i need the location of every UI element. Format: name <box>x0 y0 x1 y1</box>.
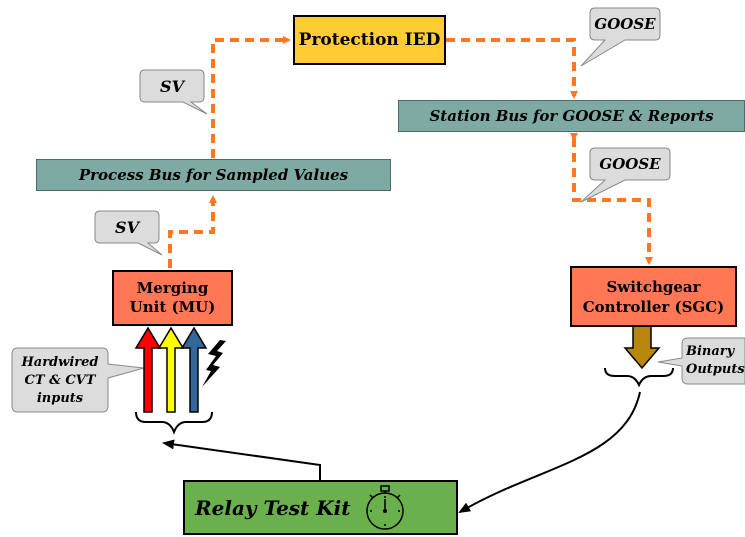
switchgear-controller-label-line2: Controller (SGC) <box>582 297 725 316</box>
sv-path-process-bus-to-ied <box>211 36 291 158</box>
callout-goose-lower <box>580 147 671 203</box>
process-bus-label: Process Bus for Sampled Values <box>78 166 349 184</box>
station-bus-label: Station Bus for GOOSE & Reports <box>429 107 714 125</box>
relay-test-kit-label: Relay Test Kit <box>195 495 351 520</box>
switchgear-controller-label-line1: Switchgear <box>606 277 701 296</box>
callout-hardwired <box>11 347 145 413</box>
brace-sgc-outputs <box>604 367 674 388</box>
callout-binary <box>657 337 745 385</box>
wire-sgc-to-test-kit <box>458 391 641 514</box>
brace-mu-inputs <box>135 411 213 435</box>
merging-unit-label-line2: Unit (MU) <box>129 298 216 316</box>
callout-goose-upper-text: GOOSE <box>590 8 660 40</box>
callout-sv-lower-text: SV <box>95 211 159 243</box>
goose-upper-label: GOOSE <box>594 15 656 33</box>
phase-arrow-yellow <box>157 326 185 413</box>
hardwired-line3: inputs <box>36 391 84 406</box>
sv-upper-label: SV <box>160 76 184 96</box>
phase-arrow-blue <box>180 326 208 413</box>
merging-unit-label-line1: Merging <box>136 279 209 297</box>
sv-path-mu-to-process-bus <box>168 195 217 268</box>
binary-line2: Outputs <box>686 362 745 377</box>
goose-path-ied-station-bus <box>441 36 578 99</box>
binary-line1: Binary <box>686 344 735 359</box>
callout-binary-text: Binary Outputs <box>686 338 745 384</box>
merging-unit-box: Merging Unit (MU) <box>112 270 233 326</box>
hardwired-line2: CT & CVT <box>24 373 96 388</box>
callout-sv-lower <box>94 210 163 256</box>
switchgear-controller-box: Switchgear Controller (SGC) <box>570 266 737 327</box>
relay-test-kit-box: Relay Test Kit <box>183 480 458 535</box>
binary-output-arrow <box>623 325 661 370</box>
hardwired-line1: Hardwired <box>21 355 99 370</box>
goose-path-station-bus-sgc <box>570 133 653 265</box>
sv-lower-label: SV <box>115 217 139 237</box>
wire-test-kit-to-mu <box>162 439 321 480</box>
phase-arrow-red <box>134 326 162 413</box>
callout-sv-upper <box>139 69 208 115</box>
callout-goose-lower-text: GOOSE <box>590 148 670 180</box>
callout-sv-upper-text: SV <box>140 70 204 102</box>
callout-hardwired-text: Hardwired CT & CVT inputs <box>12 350 108 412</box>
process-bus: Process Bus for Sampled Values <box>36 159 391 191</box>
protection-ied-label: Protection IED <box>298 30 441 50</box>
callout-goose-upper <box>580 7 661 67</box>
stopwatch-icon <box>366 485 404 530</box>
goose-lower-label: GOOSE <box>599 155 661 173</box>
protection-ied-box: Protection IED <box>293 15 446 65</box>
station-bus: Station Bus for GOOSE & Reports <box>398 100 745 132</box>
lightning-icon <box>202 340 226 387</box>
